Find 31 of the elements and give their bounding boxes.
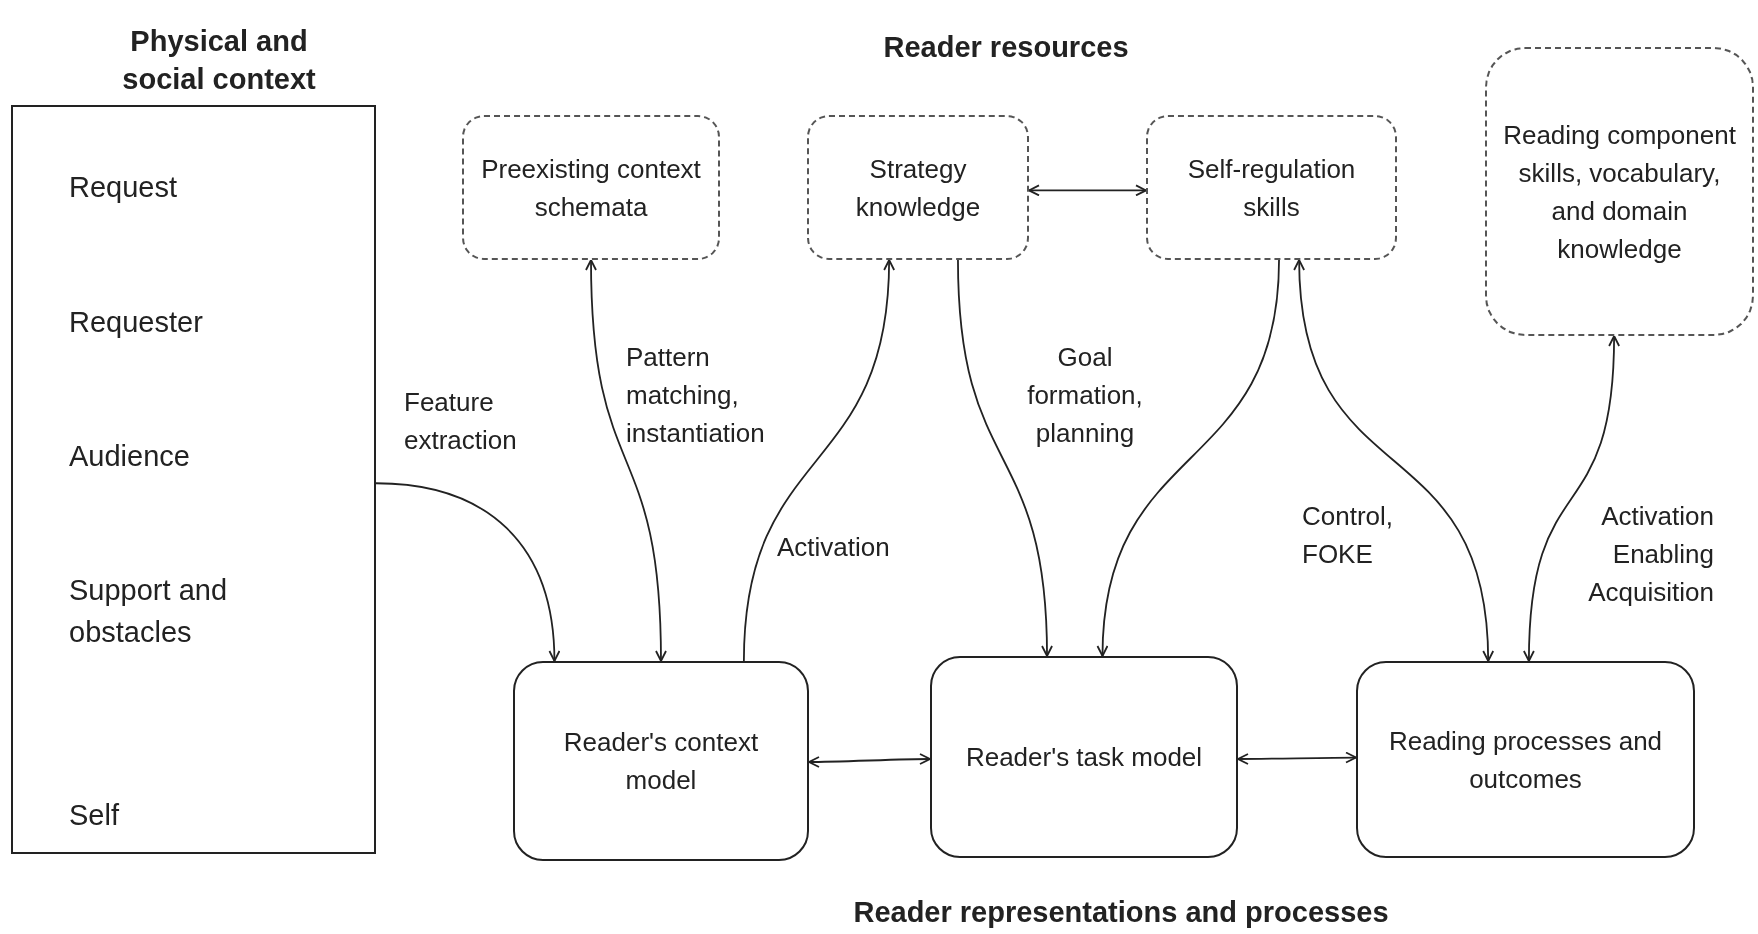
arrow: [1237, 751, 1357, 765]
context-item: Self: [69, 798, 120, 833]
group-heading: Reader representations and processes: [853, 895, 1389, 930]
model-box: Reader's task model: [930, 656, 1238, 858]
arrow: [808, 753, 931, 768]
arrow: [957, 259, 1053, 657]
arrow: [743, 259, 895, 662]
edge-label: Activation Enabling Acquisition: [1587, 500, 1714, 609]
resource-box: Self-regulation skills: [1146, 115, 1397, 260]
model-box: Reader's context model: [513, 661, 809, 861]
arrow: [375, 482, 560, 662]
context-item: Support and obstacles: [69, 573, 228, 650]
arrow: [1293, 259, 1494, 662]
context-item: Request: [69, 170, 178, 205]
panel-heading: Physical and social context: [121, 24, 317, 97]
resource-box: Strategy knowledge: [807, 115, 1029, 260]
edge-label: Feature extraction: [404, 386, 518, 457]
group-heading: Reader resources: [883, 30, 1129, 65]
arrow: [585, 259, 667, 662]
resource-box: Preexisting context schemata: [462, 115, 720, 260]
edge-label: Pattern matching, instantiation: [626, 341, 766, 450]
context-item: Requester: [69, 305, 204, 340]
edge-label: Activation: [777, 531, 891, 564]
arrow: [1097, 259, 1280, 657]
model-box: Reading processes and outcomes: [1356, 661, 1695, 858]
resource-box: Reading component skills, vocabulary, and domain knowledge: [1485, 47, 1754, 336]
edge-label: Control, FOKE: [1302, 500, 1395, 571]
edge-label: Goal formation, planning: [1026, 341, 1144, 450]
context-item: Audience: [69, 439, 191, 474]
arrow: [1523, 335, 1620, 662]
arrow: [1028, 184, 1147, 197]
